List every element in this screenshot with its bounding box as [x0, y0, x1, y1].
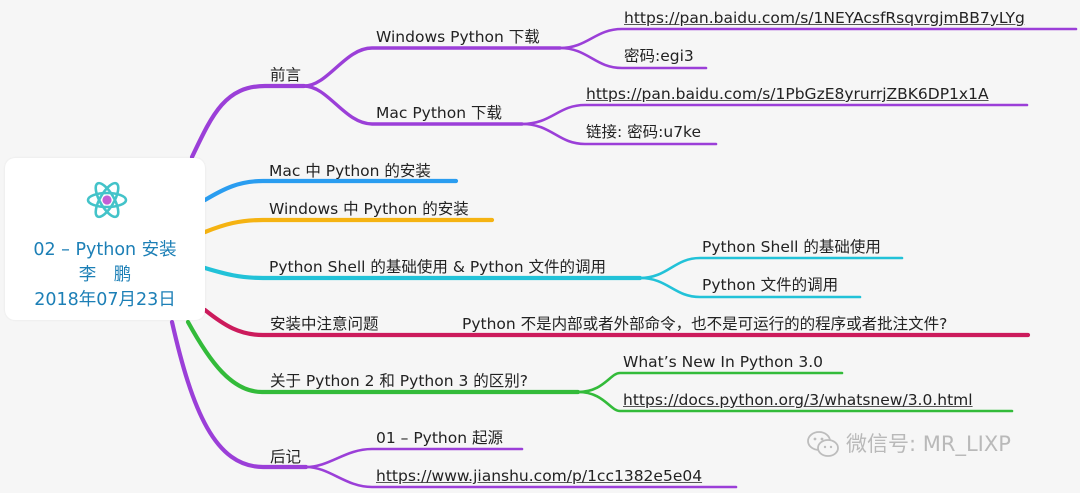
link-jianshu[interactable]: https://www.jianshu.com/p/1cc1382e5e04	[376, 467, 703, 485]
branch-line-install-notes	[202, 307, 1031, 338]
line-mac-link	[520, 103, 1029, 126]
node-mac-password[interactable]: 链接: 密码:u7ke	[586, 123, 702, 141]
node-python-origin[interactable]: 01 – Python 起源	[376, 429, 503, 447]
line-mac-password	[520, 122, 718, 146]
line-file-call	[638, 276, 862, 299]
line-python-origin	[304, 447, 524, 469]
root-title-line-1: 02 – Python 安装	[33, 240, 177, 260]
branch-line-preface	[189, 83, 307, 160]
watermark: 微信号: MR_LIXP	[806, 426, 1056, 462]
root-title-line-3: 2018年07月23日	[34, 290, 176, 310]
branch-postscript[interactable]: 后记	[270, 448, 302, 466]
node-windows-python-download[interactable]: Windows Python 下载	[376, 28, 540, 46]
branch-windows-install[interactable]: Windows 中 Python 的安装	[269, 200, 469, 218]
line-windows-download	[302, 46, 562, 88]
node-shell-basic-usage[interactable]: Python Shell 的基础使用	[702, 238, 881, 256]
atom-icon	[86, 181, 128, 219]
branch-python2-vs-3[interactable]: 关于 Python 2 和 Python 3 的区别?	[270, 372, 528, 390]
line-windows-link	[558, 27, 1078, 50]
line-whats-new-link	[576, 390, 1014, 413]
link-mac-download[interactable]: https://pan.baidu.com/s/1PbGzE8yrurrjZBK…	[586, 85, 989, 103]
node-windows-password[interactable]: 密码:egi3	[624, 47, 694, 65]
branch-line-python-shell	[202, 265, 643, 281]
wechat-icon	[807, 431, 839, 457]
branch-mac-install[interactable]: Mac 中 Python 的安装	[269, 162, 431, 180]
line-jianshu	[304, 465, 738, 489]
node-not-internal-command[interactable]: Python 不是内部或者外部命令，也不是可运行的的程序或者批注文件?	[462, 315, 948, 333]
branch-install-notes[interactable]: 安装中注意问题	[270, 315, 379, 333]
root-node[interactable]: 02 – Python 安装 李 鹏 2018年07月23日	[5, 158, 205, 320]
root-title-line-2: 李 鹏	[78, 265, 132, 285]
branch-line-postscript	[169, 319, 309, 470]
branch-line-mac-install	[202, 178, 459, 203]
line-shell-basic	[638, 256, 904, 280]
branch-preface[interactable]: 前言	[270, 66, 302, 84]
node-python-file-call[interactable]: Python 文件的调用	[702, 276, 839, 294]
branch-python-shell[interactable]: Python Shell 的基础使用 & Python 文件的调用	[269, 258, 606, 276]
root-title: 02 – Python 安装 李 鹏 2018年07月23日	[5, 238, 205, 313]
branch-line-windows-install	[202, 217, 495, 235]
link-windows-download[interactable]: https://pan.baidu.com/s/1NEYAcsfRsqvrgjm…	[624, 9, 1025, 27]
line-windows-password	[558, 46, 708, 70]
line-mac-download	[302, 84, 524, 126]
watermark-text: 微信号: MR_LIXP	[846, 432, 1011, 456]
link-whats-new[interactable]: https://docs.python.org/3/whatsnew/3.0.h…	[623, 391, 973, 409]
node-whats-new[interactable]: What’s New In Python 3.0	[623, 353, 824, 371]
node-mac-python-download[interactable]: Mac Python 下载	[376, 104, 502, 122]
branch-line-python2-vs-3	[185, 319, 581, 395]
